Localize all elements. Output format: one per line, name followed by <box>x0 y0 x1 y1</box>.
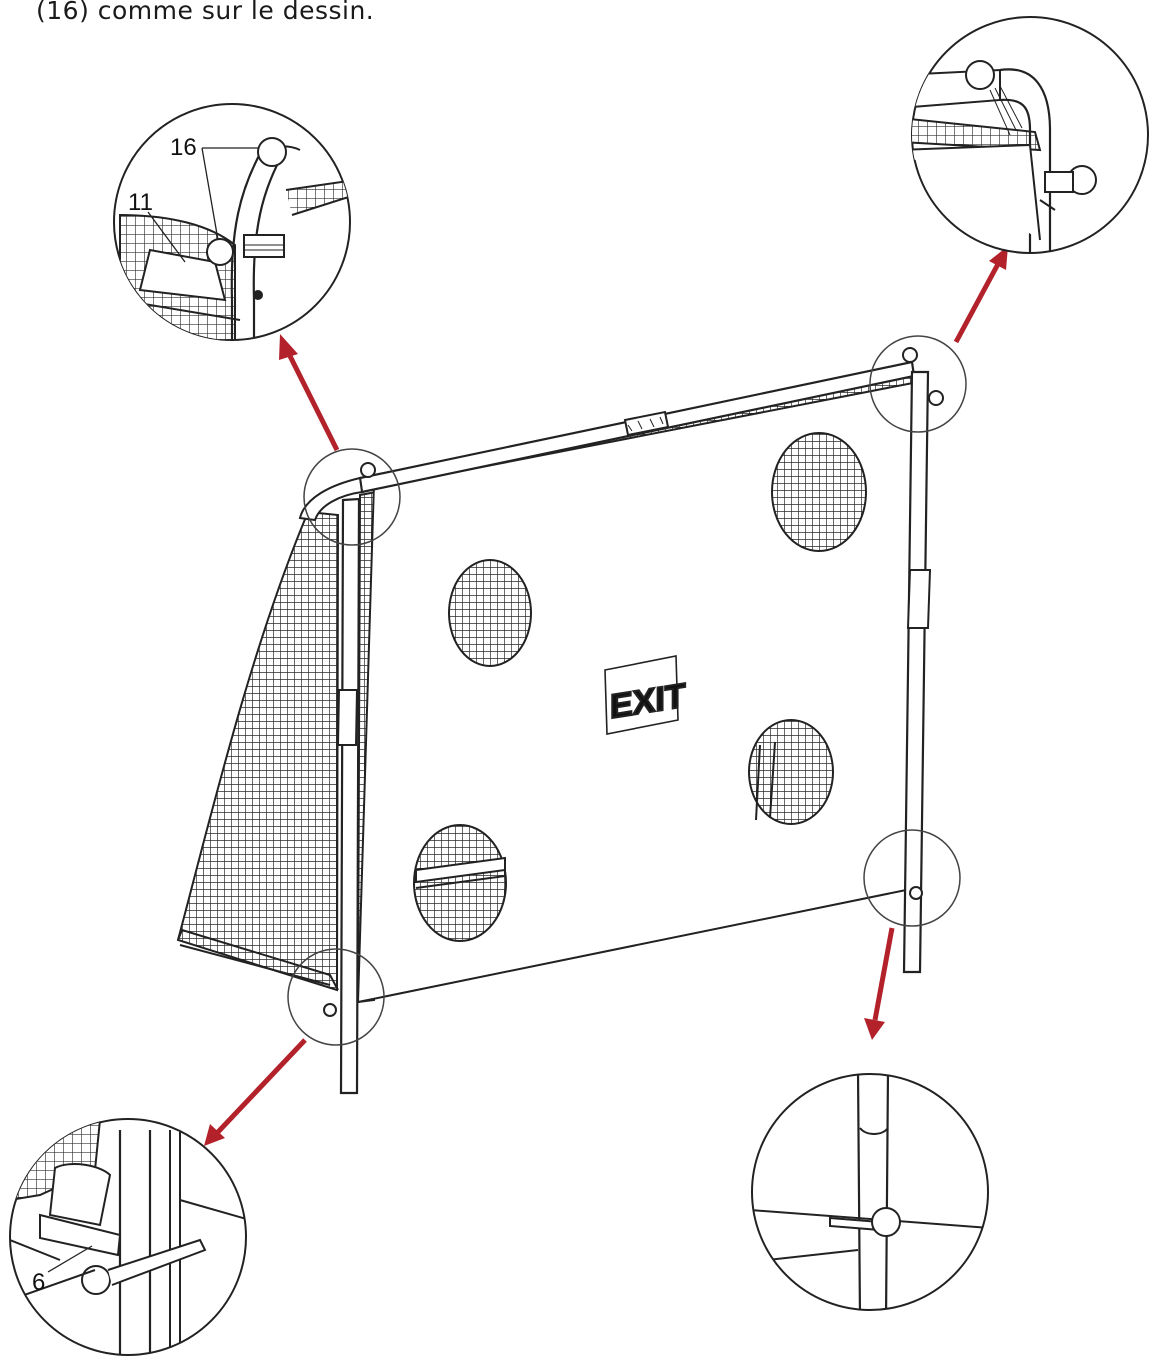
leader-6 <box>47 1245 93 1273</box>
callout-6: 6 <box>32 1269 45 1296</box>
instruction-caption: (16) comme sur le dessin. <box>36 0 375 25</box>
detail-marker-top-left <box>303 448 401 546</box>
goal-main: EXIT <box>176 335 967 1095</box>
callout-11: 11 <box>128 189 153 216</box>
arrow-bottom-left <box>216 1038 307 1134</box>
leader-11 <box>147 211 186 263</box>
detail-marker-top-right <box>869 335 967 433</box>
target-hole-mid-left <box>448 559 532 667</box>
detail-bottom-left: 6 <box>9 1118 247 1356</box>
detail-bottom-right <box>751 1073 989 1311</box>
target-hole-top-right <box>771 432 867 552</box>
arrow-top-left <box>285 350 340 452</box>
detail-marker-bottom-right <box>863 829 961 927</box>
left-post <box>339 497 361 1095</box>
arrow-top-right <box>953 262 1001 344</box>
arrow-bottom-right <box>872 927 895 1021</box>
detail-marker-bottom-left <box>287 948 385 1046</box>
side-net <box>176 510 340 992</box>
detail-top-left: 16 11 <box>113 103 351 341</box>
target-hole-mid-right <box>748 719 834 825</box>
callout-16: 16 <box>170 134 197 161</box>
leader-16 <box>201 147 258 241</box>
detail-top-right <box>911 16 1149 254</box>
right-post <box>902 370 930 974</box>
detail-arrows <box>204 246 1008 1146</box>
exit-logo: EXIT <box>604 655 687 735</box>
